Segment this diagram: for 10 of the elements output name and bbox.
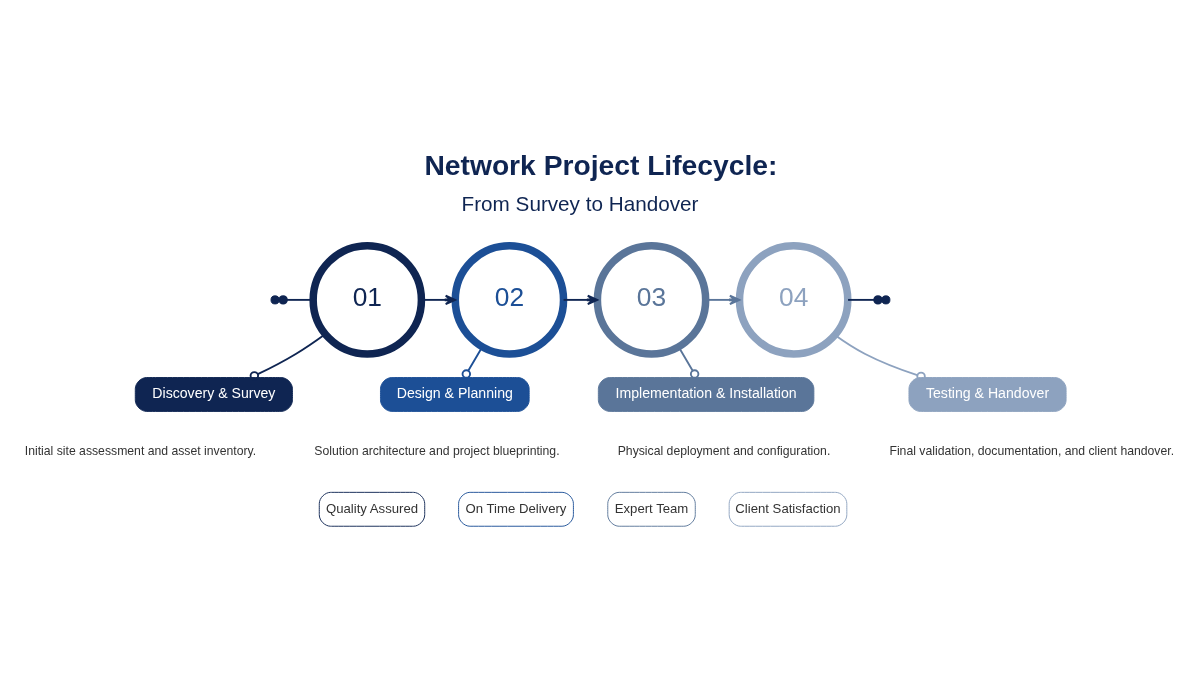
node-label: Initial site assessment and asset inventory. [24, 443, 257, 458]
label: On Time Delivery [465, 500, 567, 516]
label: From Survey to Handover [461, 191, 699, 215]
node-label: Final validation, documentation, and client handover. [889, 443, 1175, 458]
node-label: Physical deployment and configuration. [617, 443, 831, 458]
label: Quality Assured [325, 500, 419, 516]
label: Expert Team [614, 500, 689, 516]
label: Client Satisfaction [735, 500, 841, 516]
diagram-title: Network Project Lifecycle: [424, 148, 778, 181]
node-label: Solution architecture and project blueprinting. [314, 443, 560, 458]
